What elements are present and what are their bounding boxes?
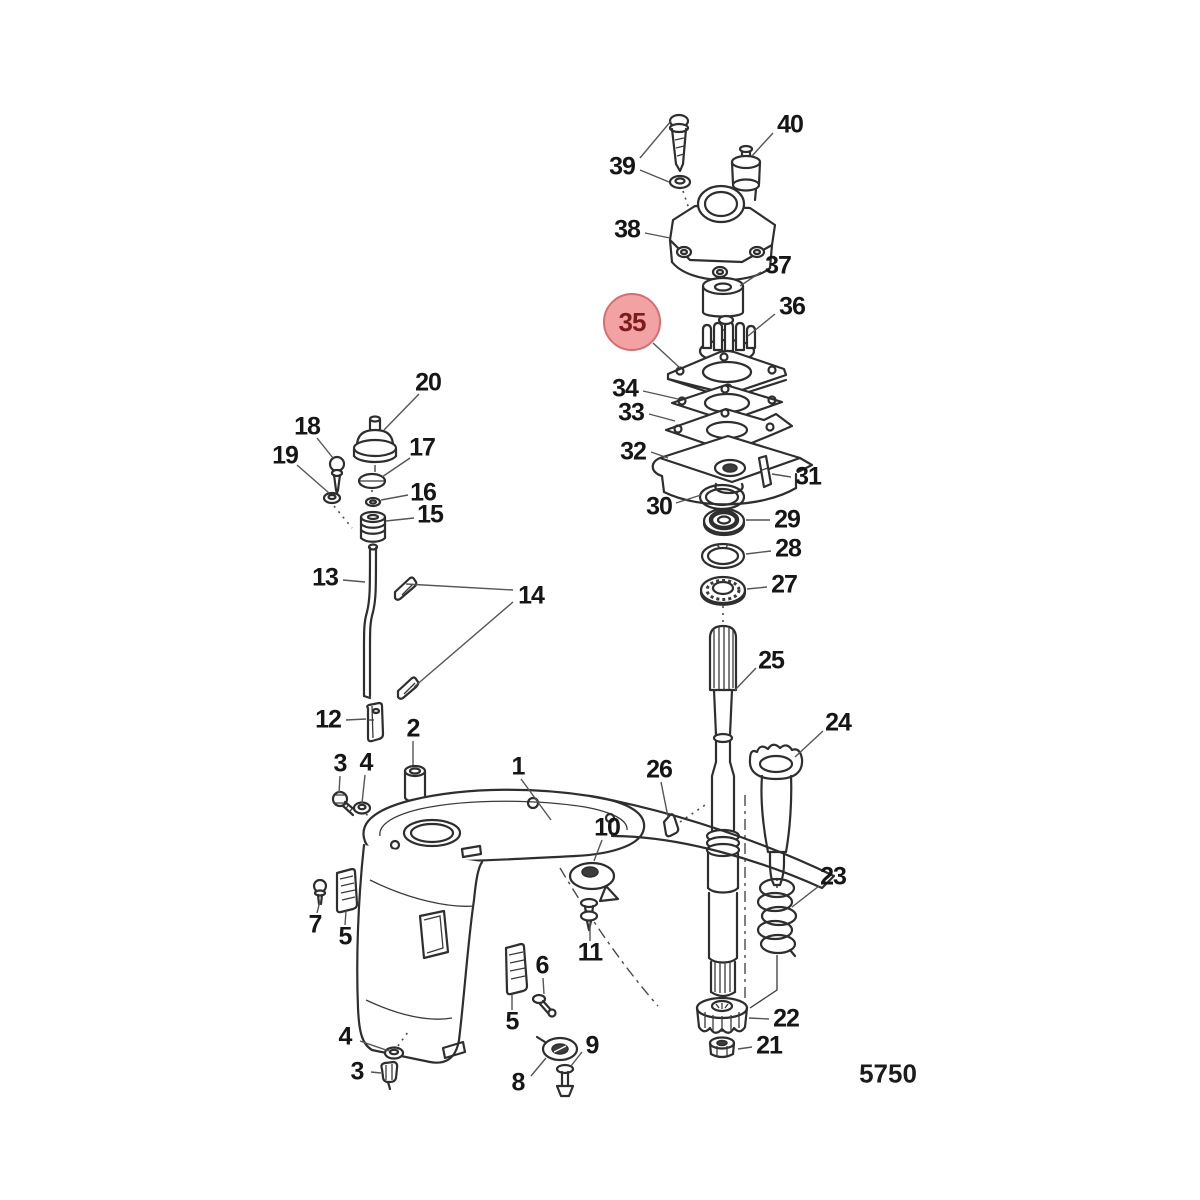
- leader-line-26: [660, 781, 669, 818]
- part-6-screw: [531, 993, 557, 1018]
- leader-line-40: [751, 132, 774, 157]
- part-10-water-intake-fitting: [568, 861, 620, 903]
- leader-line-3: [370, 1071, 382, 1074]
- part-31-pin: [757, 454, 773, 489]
- leader-line-35: [652, 342, 681, 369]
- part-27-bearing: [699, 575, 747, 624]
- leader-line-7: [316, 900, 321, 914]
- part-18-screw: [328, 455, 346, 495]
- part-40-fitting: [730, 144, 762, 202]
- part-5-anode-mid: [504, 942, 529, 996]
- leader-line-13: [342, 579, 366, 583]
- leader-line-23: [791, 885, 820, 908]
- leader-line-30: [675, 494, 702, 504]
- part-17-washer: [357, 472, 387, 510]
- leader-line-25: [734, 667, 757, 691]
- leader-line-10: [593, 839, 603, 862]
- leader-line-3: [338, 775, 341, 794]
- part-15-grommet: [359, 510, 387, 543]
- part-28-retaining-ring: [700, 542, 746, 570]
- part-8-plug: [535, 1035, 579, 1062]
- leader-line-8: [530, 1057, 547, 1077]
- leader-line-6: [542, 977, 545, 995]
- part-9-screw: [555, 1063, 575, 1098]
- leader-line-27: [746, 586, 768, 590]
- part-22-pinion-gear: [695, 996, 749, 1034]
- part-4-washer-bottom: [383, 1031, 409, 1060]
- part-21-nut: [708, 1036, 736, 1059]
- leader-line-15: [385, 517, 415, 522]
- leader-line-33: [648, 413, 676, 422]
- part-29-oil-seal: [702, 507, 746, 536]
- diagram-number: 5750: [859, 1058, 917, 1089]
- part-25-driveshaft: [705, 624, 741, 1006]
- leader-line-36: [747, 313, 776, 337]
- part-24-shift-shaft: [748, 743, 804, 888]
- leader-line-5: [344, 910, 347, 926]
- part-7-screw: [312, 878, 328, 906]
- leader-line-4: [359, 1040, 390, 1052]
- leader-line-38: [644, 232, 671, 239]
- leader-line-9: [570, 1051, 583, 1067]
- part-3-bolt-bottom: [380, 1060, 399, 1091]
- part-38-water-pump-housing: [668, 184, 777, 282]
- leader-line-1: [520, 778, 552, 821]
- leader-line-37: [739, 271, 762, 287]
- leader-line-14: [405, 583, 514, 591]
- part-1-gear-housing: [356, 788, 836, 1064]
- leader-line-4: [361, 774, 366, 804]
- part-16-ring: [364, 496, 382, 508]
- leader-line-20: [383, 393, 420, 431]
- leader-line-16: [380, 494, 409, 501]
- leader-line-39: [639, 120, 672, 159]
- leader-line-12: [345, 718, 367, 721]
- part-13-shift-rod: [362, 543, 379, 700]
- part-12-coupler: [366, 701, 385, 743]
- leader-line-18: [316, 437, 334, 459]
- part-20-cap: [352, 415, 398, 472]
- leader-line-32: [650, 451, 669, 459]
- part-37-bushing: [701, 276, 745, 332]
- leader-line-14: [413, 601, 514, 688]
- leader-line-17: [381, 457, 411, 478]
- leader-line-21: [737, 1046, 753, 1050]
- leader-line-31: [771, 473, 792, 478]
- part-39-screw-and-washer: [668, 113, 692, 213]
- part-11-screw: [579, 897, 599, 932]
- leader-line-22: [748, 1017, 770, 1020]
- part-19-washer: [322, 491, 353, 529]
- leader-line-19: [296, 464, 330, 494]
- part-5-anode-left: [335, 867, 359, 914]
- part-23-spring: [749, 877, 798, 1009]
- leader-line-24: [794, 730, 824, 758]
- part-32-pump-base: [651, 434, 814, 506]
- part-3-bolt-top: [331, 790, 358, 817]
- leader-line-28: [745, 550, 772, 555]
- leader-line-39: [639, 169, 670, 183]
- leader-line-34: [642, 390, 679, 400]
